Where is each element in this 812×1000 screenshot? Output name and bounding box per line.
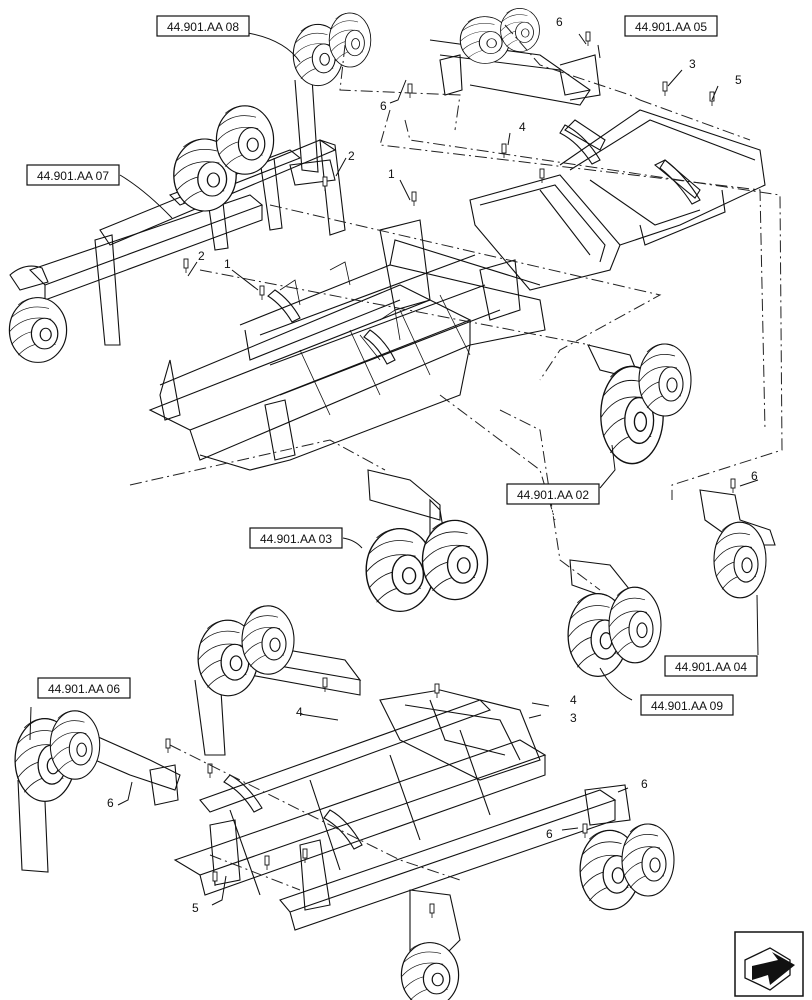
callout-5: 5 bbox=[192, 901, 199, 915]
callout-3: 3 bbox=[570, 711, 577, 725]
ref-box-04[interactable]: 44.901.AA 04 bbox=[664, 655, 758, 677]
callout-6: 6 bbox=[641, 777, 648, 791]
callout-6: 6 bbox=[751, 469, 758, 483]
callout-2: 2 bbox=[198, 249, 205, 263]
next-page-arrow-icon[interactable] bbox=[734, 931, 804, 997]
lower-frame-assembly bbox=[17, 639, 631, 961]
callout-4: 4 bbox=[570, 693, 577, 707]
wheel-group-04 bbox=[699, 489, 776, 599]
ref-label-07: 44.901.AA 07 bbox=[37, 169, 109, 183]
assembly-center-lines bbox=[129, 24, 783, 891]
callout-6: 6 bbox=[556, 15, 563, 29]
ref-box-05[interactable]: 44.901.AA 05 bbox=[624, 15, 718, 37]
ref-box-09[interactable]: 44.901.AA 09 bbox=[640, 694, 734, 716]
ref-label-03: 44.901.AA 03 bbox=[260, 532, 332, 546]
callout-numbers: 6 6 3 5 4 1 2 2 1 6 4 4 3 6 6 6 5 bbox=[107, 15, 758, 915]
callout-6: 6 bbox=[107, 796, 114, 810]
wheel-group-09 bbox=[567, 559, 662, 678]
wheel-group-02 bbox=[587, 343, 692, 465]
wheel-group-05 bbox=[459, 7, 540, 64]
callout-4: 4 bbox=[296, 705, 303, 719]
callout-1: 1 bbox=[388, 167, 395, 181]
ref-box-08[interactable]: 44.901.AA 08 bbox=[156, 15, 250, 37]
wheel-group-08 bbox=[292, 12, 372, 87]
callout-6: 6 bbox=[380, 99, 387, 113]
callout-4: 4 bbox=[519, 120, 526, 134]
callout-6: 6 bbox=[546, 827, 553, 841]
upper-frame-assembly bbox=[9, 31, 766, 494]
leader-lines bbox=[29, 32, 759, 906]
ref-box-07[interactable]: 44.901.AA 07 bbox=[26, 164, 120, 186]
wheel-group-03 bbox=[365, 469, 489, 613]
ref-box-03[interactable]: 44.901.AA 03 bbox=[249, 527, 343, 549]
callout-5: 5 bbox=[735, 73, 742, 87]
ref-label-06: 44.901.AA 06 bbox=[48, 682, 120, 696]
wheel-group-07 bbox=[173, 105, 275, 212]
ref-label-02: 44.901.AA 02 bbox=[517, 488, 589, 502]
ref-label-09: 44.901.AA 09 bbox=[651, 699, 723, 713]
lower-left-wheels bbox=[197, 605, 295, 697]
ref-box-06[interactable]: 44.901.AA 06 bbox=[37, 677, 131, 699]
hitch-wheel bbox=[8, 296, 68, 364]
ref-label-04: 44.901.AA 04 bbox=[675, 660, 747, 674]
wheel-group-06 bbox=[14, 710, 101, 803]
callout-3: 3 bbox=[689, 57, 696, 71]
ref-label-05: 44.901.AA 05 bbox=[635, 20, 707, 34]
callout-2: 2 bbox=[348, 149, 355, 163]
lower-front-wheel bbox=[400, 941, 460, 1000]
lower-right-wheels bbox=[579, 823, 675, 911]
ref-label-08: 44.901.AA 08 bbox=[167, 20, 239, 34]
callout-1: 1 bbox=[224, 257, 231, 271]
ref-box-02[interactable]: 44.901.AA 02 bbox=[506, 483, 600, 505]
